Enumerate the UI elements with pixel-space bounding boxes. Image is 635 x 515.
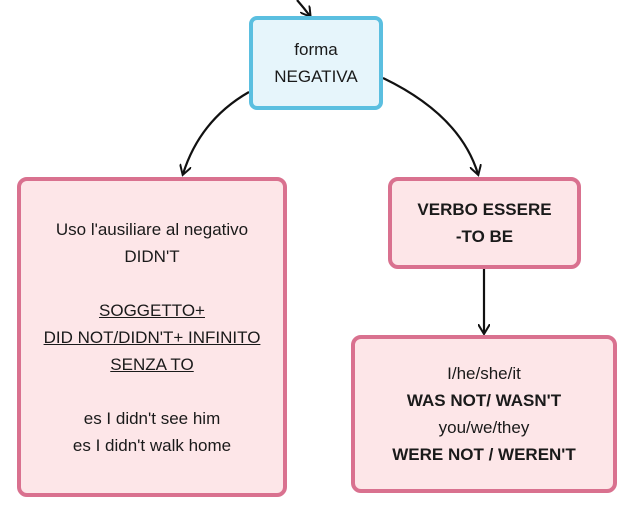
- example-2: es I didn't walk home: [72, 435, 232, 455]
- to-be-label: -TO BE: [455, 227, 514, 246]
- arrow-into-forma: [296, 0, 310, 16]
- arrow-forma-to-essere: [382, 77, 478, 174]
- plural-pronouns: you/we/they: [438, 418, 530, 437]
- example-1: es I didn't see him: [83, 408, 221, 428]
- rule-senza-to: SENZA TO: [110, 354, 194, 374]
- were-not-label: WERE NOT / WEREN'T: [392, 445, 576, 464]
- verbo-essere-label: VERBO ESSERE: [417, 200, 552, 219]
- was-not-label: WAS NOT/ WASN'T: [406, 391, 562, 410]
- didnt-intro: Uso l'ausiliare al negativo: [55, 219, 249, 239]
- node-verbo-essere[interactable]: VERBO ESSERE -TO BE: [388, 177, 581, 269]
- forma-label: forma: [294, 40, 338, 59]
- didnt-label: DIDN'T: [124, 246, 180, 266]
- node-auxiliary-didnt[interactable]: Uso l'ausiliare al negativo DIDN'T SOGGE…: [17, 177, 287, 497]
- node-forma-negativa[interactable]: forma NEGATIVA: [249, 16, 383, 110]
- node-was-not-were-not[interactable]: I/he/she/it WAS NOT/ WASN'T you/we/they …: [351, 335, 617, 493]
- negativa-label: NEGATIVA: [274, 67, 358, 86]
- singular-pronouns: I/he/she/it: [447, 364, 521, 383]
- rule-did-not: DID NOT/DIDN'T+ INFINITO: [43, 327, 261, 347]
- rule-subject: SOGGETTO+: [99, 300, 205, 320]
- arrow-forma-to-didnt: [183, 91, 250, 174]
